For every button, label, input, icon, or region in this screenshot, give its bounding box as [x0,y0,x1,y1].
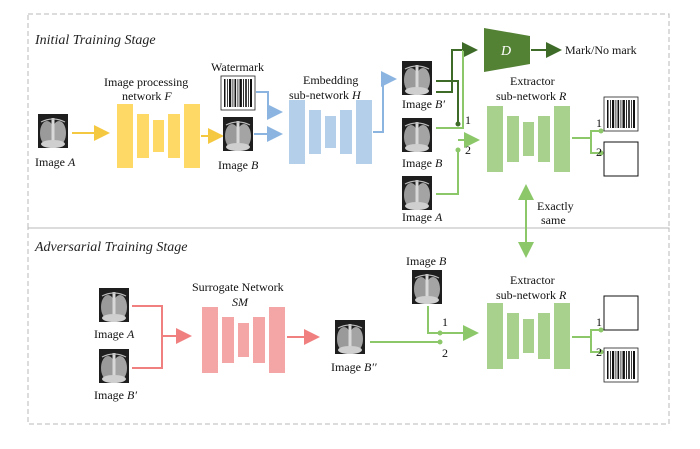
image-a2-xray [401,175,433,211]
arrow-bprime-to-d [436,42,478,82]
image-bdprime-label: Image B′′ [331,360,377,374]
adv-out-dot-1 [598,327,604,333]
adversarial-stage-title: Adversarial Training Stage [34,240,187,255]
image-b2-label: Image B [402,156,443,170]
adv-image-bprime-xray [98,348,130,384]
adversarial-stage-frame [27,227,670,425]
embed-label-1: Embedding [303,73,358,87]
adv-extractor-label-1: Extractor [510,273,555,287]
image-bprime-xray [401,60,433,96]
adv-output-barcode-2 [603,347,639,383]
extractor-label-2: sub-network R [496,89,567,103]
out-1-label: 1 [596,116,602,130]
watermark-label: Watermark [211,60,264,74]
initial-stage-frame [27,13,670,229]
arrow-watermark-to-h [256,91,283,120]
surrogate-label-2: SM [232,295,249,309]
surrogate-label-1: Surrogate Network [192,280,284,294]
arrow-adv-a-to-sm [132,305,192,344]
surrogate-network-sm [202,307,285,373]
adv-extractor-network-r [487,303,570,369]
adv-image-a-xray [98,287,130,323]
port-2-label: 2 [465,143,471,157]
exactly-label: Exactly [537,199,574,213]
mark-no-mark-label: Mark/No mark [565,43,637,57]
adv-output-blank-1 [603,295,639,331]
arrow-bprime-to-switch [436,80,459,124]
adv-image-a-label: Image A [94,327,135,341]
discriminator-d [484,28,530,72]
arrow-r-out-1 [590,130,601,138]
adv-port-2-label: 2 [442,346,448,360]
adv-image-bprime-label: Image B′ [94,388,137,402]
port-1-label: 1 [465,113,471,127]
adv-arrow-r-out-1 [590,329,601,337]
proc-net-label-1: Image processing [104,75,188,89]
embedding-network-h [289,100,372,164]
arrow-adv-bprime-to-sm [132,336,163,369]
arrow-h-to-bprime [373,71,397,133]
same-label: same [541,213,566,227]
image-b-label: Image B [218,158,259,172]
image-a2-label: Image A [402,210,443,224]
discriminator-label: D [500,44,511,59]
adv-port-1-label: 1 [442,315,448,329]
image-a-xray [37,113,69,149]
proc-net-label-2: network F [122,89,172,103]
adv-image-b-xray [411,269,443,305]
adv-out-dot-2 [598,349,604,355]
adv-extractor-label-2: sub-network R [496,288,567,302]
out-dot-2 [598,150,604,156]
arrow-adv-b-to-switch [427,306,440,334]
image-bdprime-xray [334,319,366,355]
output-barcode-1 [603,96,639,132]
switch-port-1 [455,121,461,127]
watermark-barcode [220,75,256,111]
out-dot-1 [598,128,604,134]
adv-out-2-label: 2 [596,345,602,359]
processing-network-f [117,104,200,168]
arrow-a2-to-switch [436,150,459,195]
image-b2-xray [401,117,433,153]
output-blank-2 [603,141,639,177]
image-a-label: Image A [35,155,76,169]
adv-image-b-label: Image B [406,254,447,268]
adv-out-1-label: 1 [596,315,602,329]
image-bprime-label: Image B′ [402,97,445,111]
arrow-r-out-2 [590,138,601,154]
adv-arrow-r-out-2 [590,337,601,353]
adv-switch-port-2 [437,339,443,345]
arrow-b2-to-d [436,50,464,129]
out-2-label: 2 [596,145,602,159]
extractor-label-1: Extractor [510,74,555,88]
embed-label-2: sub-network H [289,88,362,102]
image-b-xray [222,116,254,152]
extractor-network-r [487,106,570,172]
initial-stage-title: Initial Training Stage [34,33,156,48]
